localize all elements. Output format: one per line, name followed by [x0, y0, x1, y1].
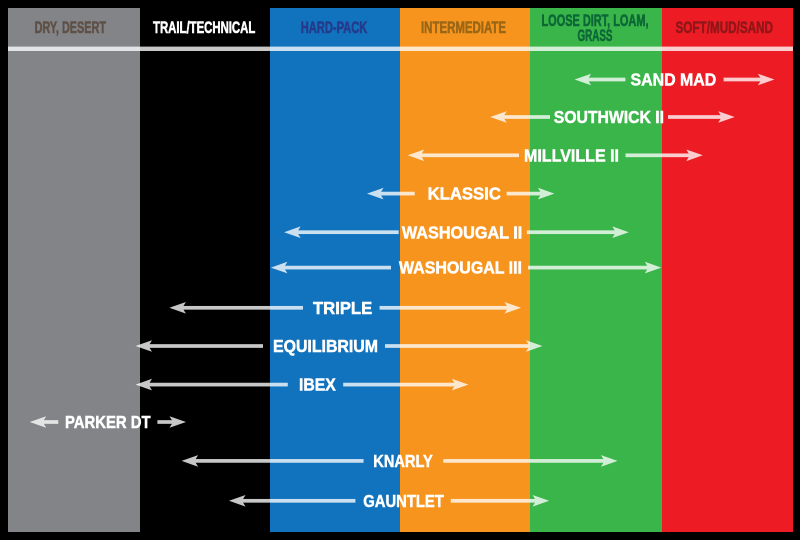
svg-text:PARKER DT: PARKER DT [65, 412, 151, 432]
svg-text:KNARLY: KNARLY [373, 451, 433, 471]
svg-text:KLASSIC: KLASSIC [428, 184, 501, 204]
svg-text:WASHOUGAL III: WASHOUGAL III [399, 258, 522, 278]
svg-text:MILLVILLE II: MILLVILLE II [524, 145, 619, 165]
svg-text:EQUILIBRIUM: EQUILIBRIUM [273, 336, 378, 356]
svg-text:SAND MAD: SAND MAD [631, 70, 717, 90]
svg-text:HARD-PACK: HARD-PACK [301, 19, 368, 37]
svg-text:GAUNTLET: GAUNTLET [363, 491, 444, 511]
svg-text:GRASS: GRASS [578, 27, 613, 45]
svg-text:SOUTHWICK II: SOUTHWICK II [554, 107, 664, 127]
svg-text:WASHOUGAL II: WASHOUGAL II [402, 222, 522, 242]
svg-text:TRAIL/TECHNICAL: TRAIL/TECHNICAL [153, 19, 255, 37]
svg-text:SOFT/MUD/SAND: SOFT/MUD/SAND [676, 19, 774, 37]
svg-text:DRY, DESERT: DRY, DESERT [35, 19, 106, 37]
svg-text:LOOSE DIRT, LOAM,: LOOSE DIRT, LOAM, [542, 12, 649, 30]
svg-text:INTERMEDIATE: INTERMEDIATE [421, 19, 506, 37]
svg-text:TRIPLE: TRIPLE [313, 298, 372, 318]
svg-text:IBEX: IBEX [299, 375, 336, 395]
